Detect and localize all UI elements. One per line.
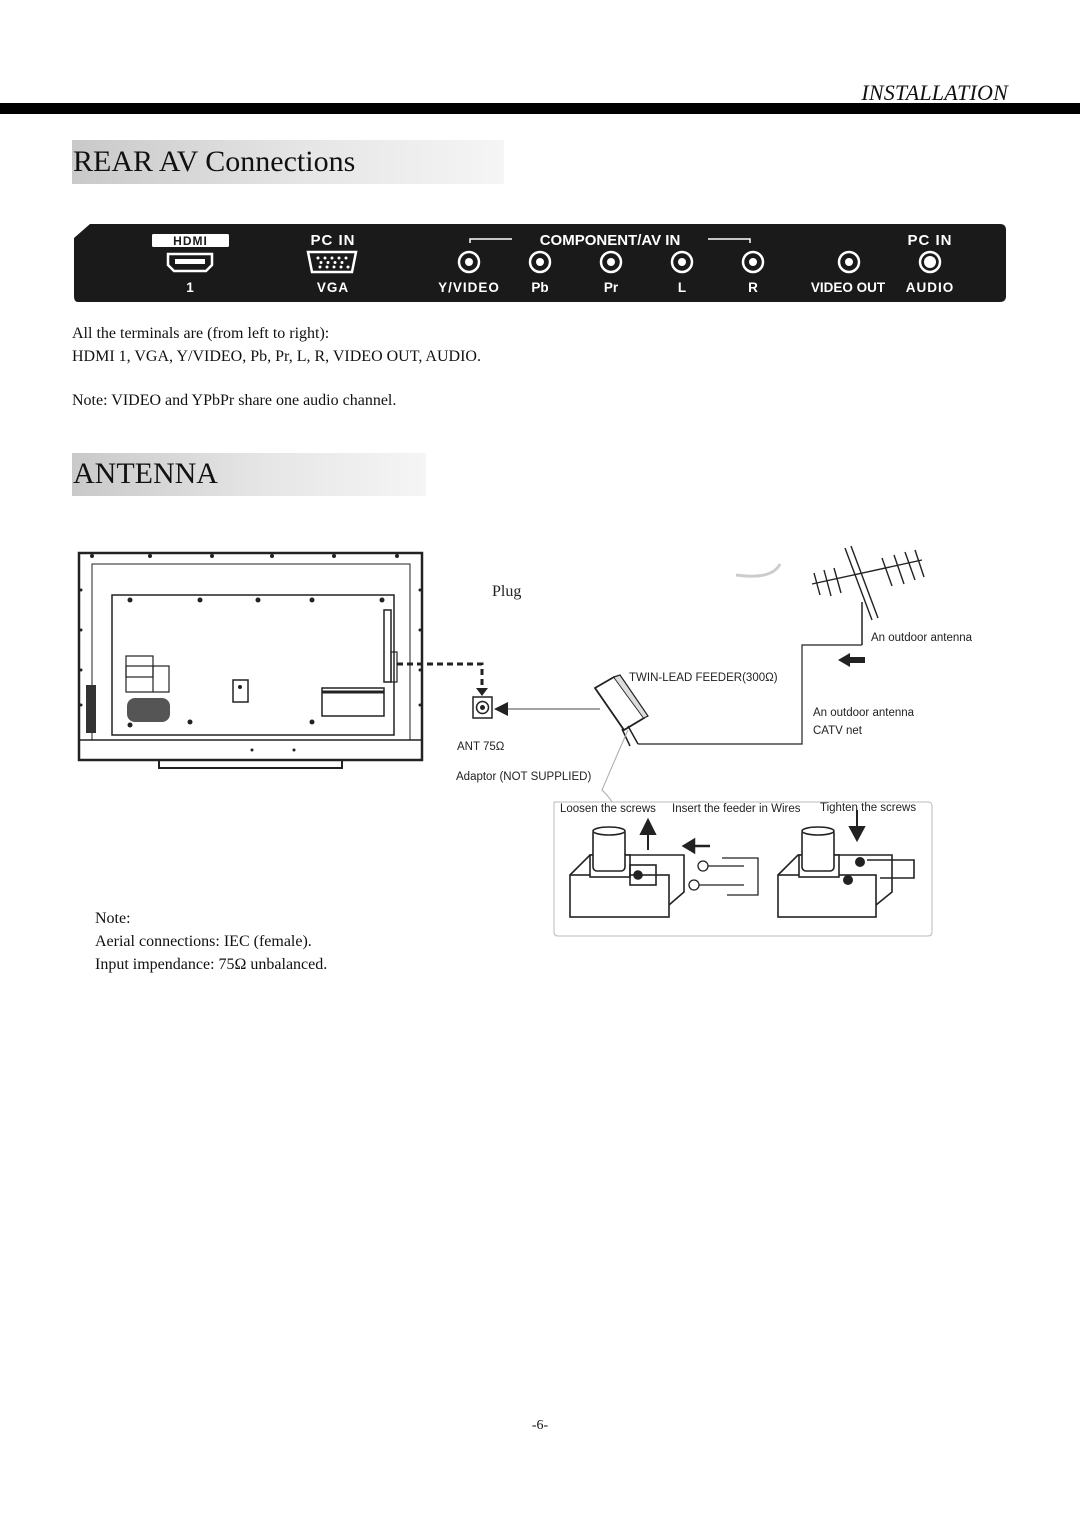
port-label-vga: VGA — [317, 280, 349, 295]
antenna-heading-band — [72, 453, 426, 496]
ant-75-label: ANT 75Ω — [457, 741, 505, 753]
step-loosen-screws-label: Loosen the screws — [560, 803, 656, 815]
plug-label: Plug — [492, 583, 521, 600]
audio-l-jack-icon — [670, 250, 694, 274]
feeder-connection-steps: Loosen the screws Insert the feeder in W… — [553, 801, 933, 937]
twin-lead-feeder-label: TWIN-LEAD FEEDER(300Ω) — [629, 672, 778, 684]
page-number: -6- — [531, 1418, 549, 1433]
terminal-order-list: HDMI 1, VGA, Y/VIDEO, Pb, Pr, L, R, VIDE… — [72, 348, 481, 365]
port-label-pr: Pr — [604, 280, 619, 295]
hdmi-logo: HDMI — [152, 234, 229, 248]
port-label-pb: Pb — [531, 280, 548, 295]
port-label-video-out: VIDEO OUT — [811, 280, 886, 295]
antenna-diagram: Plug An outdoor antenna TWIN-LEAD FEEDER… — [77, 545, 973, 937]
aerial-connection-note: Aerial connections: IEC (female). — [95, 933, 312, 950]
pr-jack-icon — [599, 250, 623, 274]
svg-text:HDMI: HDMI — [173, 234, 208, 248]
adaptor-label: Adaptor (NOT SUPPLIED) — [456, 771, 591, 783]
rear-av-panel: HDMI PC IN COMPONENT/AV IN PC IN 1 VGA Y… — [74, 224, 1006, 302]
antenna-note-title: Note: — [95, 910, 131, 927]
rear-av-description: All the terminals are (from left to righ… — [72, 322, 481, 368]
rca-jacks — [457, 250, 942, 274]
outdoor-antenna-label-2: An outdoor antenna — [813, 707, 915, 719]
step-tighten-screws-label: Tighten the screws — [820, 802, 916, 814]
ant-75-jack-icon — [472, 696, 493, 719]
hdmi-port-icon — [166, 252, 214, 273]
port-label-r: R — [748, 280, 758, 295]
rear-av-note: Note: VIDEO and YPbPr share one audio ch… — [72, 392, 397, 409]
pc-in-audio-label: PC IN — [907, 232, 952, 249]
header-rule — [0, 103, 1080, 114]
component-av-in-label: COMPONENT/AV IN — [540, 232, 681, 249]
section-header: INSTALLATION — [861, 80, 1008, 105]
terminal-order-intro: All the terminals are (from left to righ… — [72, 325, 330, 342]
step-insert-feeder-label: Insert the feeder in Wires — [672, 803, 801, 815]
outdoor-antenna-label: An outdoor antenna — [871, 632, 973, 644]
pb-jack-icon — [528, 250, 552, 274]
port-label-y-video: Y/VIDEO — [438, 280, 500, 295]
adaptor-illustration — [593, 674, 649, 803]
input-impedance-note: Input impendance: 75Ω unbalanced. — [95, 956, 328, 973]
y-video-jack-icon — [457, 250, 481, 274]
antenna-title: ANTENNA — [73, 457, 218, 490]
port-label-l: L — [678, 280, 686, 295]
video-out-jack-icon — [837, 250, 861, 274]
port-label-hdmi1: 1 — [186, 280, 194, 295]
vga-port-icon — [306, 250, 358, 274]
tv-rear-illustration — [77, 551, 424, 769]
port-label-audio: AUDIO — [906, 280, 955, 295]
rear-av-heading-band — [72, 140, 504, 184]
audio-r-jack-icon — [741, 250, 765, 274]
outdoor-antenna-icon — [735, 545, 925, 621]
rear-av-title: REAR AV Connections — [73, 145, 356, 178]
antenna-notes: Note: Aerial connections: IEC (female). … — [95, 907, 327, 976]
pc-audio-jack-icon — [918, 250, 942, 274]
pc-in-vga-label: PC IN — [310, 232, 355, 249]
catv-net-label: CATV net — [813, 725, 863, 737]
